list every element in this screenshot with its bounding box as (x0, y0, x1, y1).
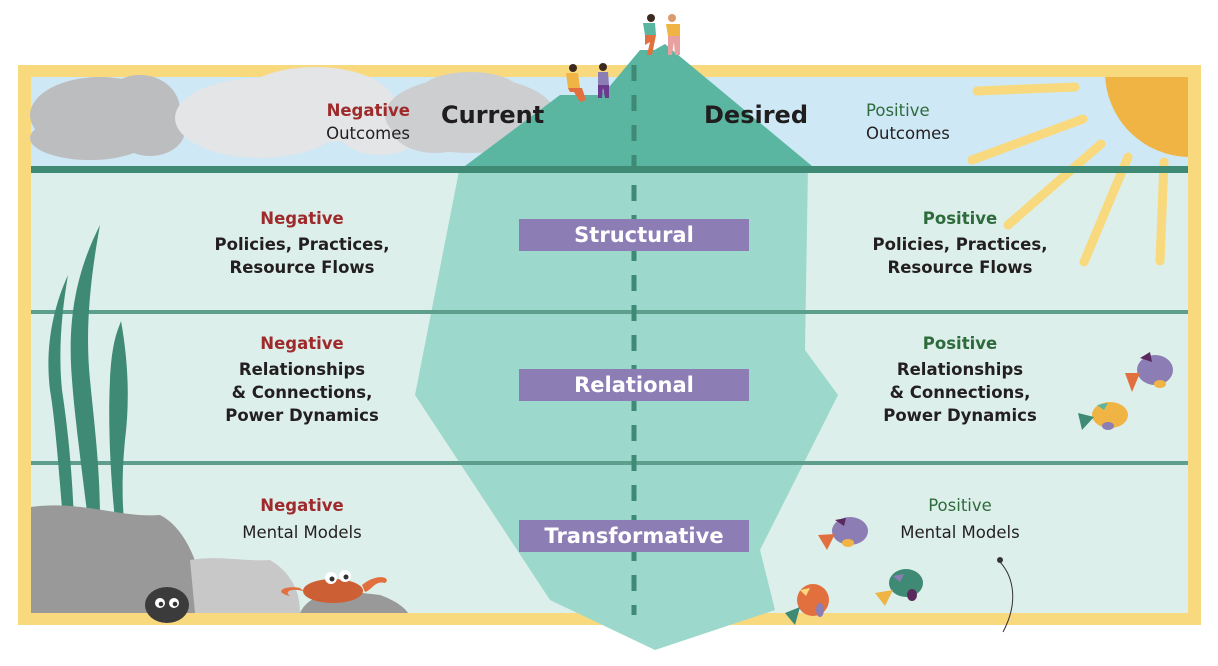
positive-outcomes: Positive Outcomes (866, 99, 976, 145)
description-line: Power Dynamics (225, 406, 379, 425)
level-divider (31, 310, 1188, 314)
level-label-transformative: Transformative (519, 520, 749, 552)
positive-tag: Positive (928, 496, 992, 515)
level-label-relational: Relational (519, 369, 749, 401)
fish-icon (785, 584, 829, 625)
positive-tag: Positive (922, 209, 998, 228)
fish-icon (875, 569, 923, 606)
negative-outcomes: Negative Outcomes (240, 99, 410, 145)
sun-icon (967, 77, 1188, 267)
negative-structural: Negative Policies, Practices, Resource F… (192, 207, 412, 279)
negative-tag: Negative (260, 496, 344, 515)
positive-tag: Positive (922, 334, 998, 353)
positive-tag: Positive (866, 101, 930, 120)
description-line: Mental Models (242, 523, 362, 542)
description-line: Policies, Practices, (872, 235, 1048, 254)
level-divider (31, 461, 1188, 465)
description-line: Mental Models (900, 523, 1020, 542)
people-icon (566, 14, 680, 102)
iceberg-peak (560, 50, 690, 166)
column-header-desired: Desired (704, 101, 809, 129)
fish-icon (1125, 352, 1173, 392)
waterline-divider (31, 166, 1188, 173)
column-header-current: Current (441, 101, 545, 129)
description-line: Power Dynamics (883, 406, 1037, 425)
crab-icon (281, 570, 387, 603)
negative-tag: Negative (260, 209, 344, 228)
description-line: Relationships (238, 360, 366, 379)
description-line: Policies, Practices, (214, 235, 390, 254)
outcomes-label: Outcomes (326, 124, 410, 143)
hidden-creature (145, 587, 189, 623)
level-label-structural: Structural (519, 219, 749, 251)
positive-transformative: Positive Mental Models (850, 494, 1070, 544)
positive-relational: Positive Relationships & Connections, Po… (850, 332, 1070, 427)
description-line: & Connections, (889, 383, 1031, 402)
description-line: Resource Flows (229, 258, 375, 277)
fish-icon (818, 517, 868, 550)
fish-icon (1078, 402, 1128, 430)
outcomes-label: Outcomes (866, 124, 950, 143)
positive-structural: Positive Policies, Practices, Resource F… (850, 207, 1070, 279)
description-line: Resource Flows (887, 258, 1033, 277)
fishing-line-icon (997, 557, 1014, 633)
negative-transformative: Negative Mental Models (192, 494, 412, 544)
negative-tag: Negative (260, 334, 344, 353)
seaweed-icon (48, 225, 128, 520)
description-line: & Connections, (231, 383, 373, 402)
negative-tag: Negative (326, 101, 410, 120)
negative-relational: Negative Relationships & Connections, Po… (192, 332, 412, 427)
rock-icon (31, 505, 408, 623)
description-line: Relationships (896, 360, 1024, 379)
